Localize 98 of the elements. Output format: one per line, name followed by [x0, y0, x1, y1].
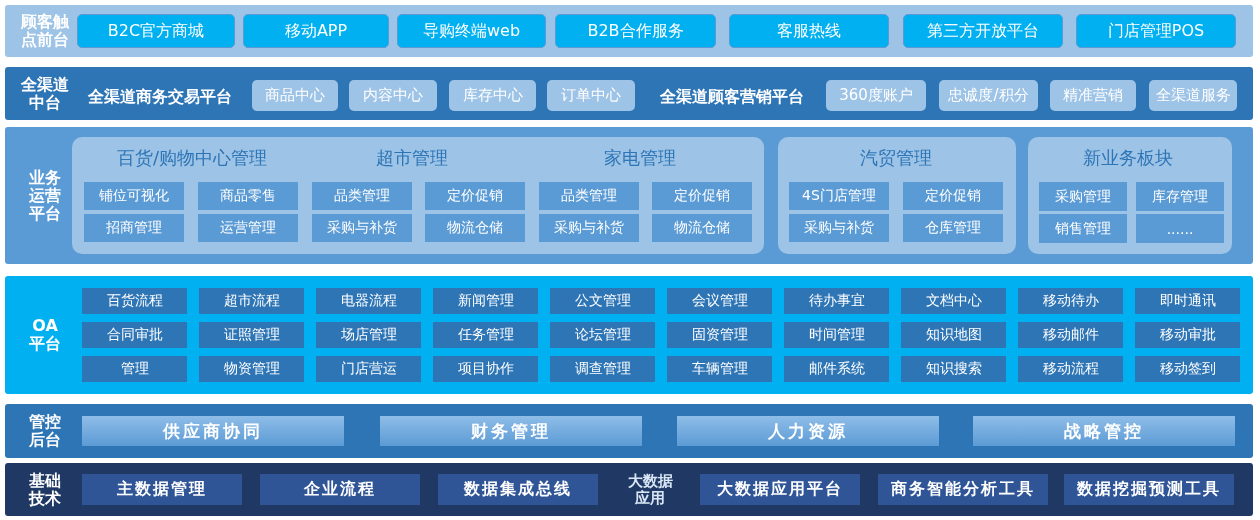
module-tile: 论坛管理	[550, 322, 655, 348]
module-tile: B2C官方商城	[77, 14, 235, 48]
module-tile: 战略管控	[973, 416, 1235, 446]
module-tile: 商品零售	[198, 182, 298, 210]
module-tile: 待办事宜	[784, 288, 889, 314]
module-tile: 库存管理	[1136, 182, 1224, 211]
module-tile: B2B合作服务	[555, 14, 716, 48]
module-tile: 物流仓储	[425, 214, 525, 242]
group-heading: 汽贸管理	[860, 146, 932, 170]
module-tile: 门店营运	[316, 356, 421, 382]
module-tile: 知识搜索	[901, 356, 1006, 382]
group-panel	[72, 137, 764, 254]
module-tile: 4S门店管理	[789, 182, 889, 210]
module-tile: 时间管理	[784, 322, 889, 348]
group-heading: 超市管理	[376, 146, 448, 170]
module-tile: 会议管理	[667, 288, 772, 314]
module-tile: 大数据应用平台	[700, 474, 860, 505]
module-tile: 精准营销	[1050, 80, 1136, 111]
module-tile: 商务智能分析工具	[878, 474, 1048, 505]
module-tile: 邮件系统	[784, 356, 889, 382]
module-tile: 知识地图	[901, 322, 1006, 348]
module-tile: 供应商协同	[82, 416, 344, 446]
module-tile: 企业流程	[260, 474, 420, 505]
module-tile: 百货流程	[82, 288, 187, 314]
module-tile: 商品中心	[252, 80, 338, 111]
module-tile: 招商管理	[84, 214, 184, 242]
module-tile: 物流仓储	[652, 214, 752, 242]
module-tile: 管理	[82, 356, 187, 382]
module-tile: 品类管理	[312, 182, 412, 210]
module-tile: 物资管理	[199, 356, 304, 382]
module-tile: 项目协作	[433, 356, 538, 382]
layer-title: 管控后台	[28, 413, 62, 449]
module-tile: 移动待办	[1018, 288, 1123, 314]
module-tile: 移动APP	[243, 14, 389, 48]
module-tile: 内容中心	[349, 80, 437, 111]
module-tile: 数据挖掘预测工具	[1064, 474, 1234, 505]
module-tile: 调查管理	[550, 356, 655, 382]
group-heading: 百货/购物中心管理	[116, 146, 268, 170]
module-tile: 场店管理	[316, 322, 421, 348]
module-tile: 文档中心	[901, 288, 1006, 314]
module-tile: 销售管理	[1039, 214, 1127, 243]
module-tile: 采购与补货	[789, 214, 889, 242]
module-tile: 合同审批	[82, 322, 187, 348]
group-panel	[1028, 137, 1232, 254]
module-tile: 移动审批	[1135, 322, 1240, 348]
module-tile: 铺位可视化	[84, 182, 184, 210]
module-tile: 品类管理	[539, 182, 639, 210]
module-tile: 移动邮件	[1018, 322, 1123, 348]
module-tile: 主数据管理	[82, 474, 242, 505]
module-tile: 任务管理	[433, 322, 538, 348]
platform-heading: 大数据应用	[626, 473, 674, 507]
module-tile: 库存中心	[449, 80, 536, 111]
module-tile: 电器流程	[316, 288, 421, 314]
module-tile: 即时通讯	[1135, 288, 1240, 314]
module-tile: 移动签到	[1135, 356, 1240, 382]
group-heading: 家电管理	[604, 146, 676, 170]
module-tile: 360度账户	[826, 80, 926, 111]
module-tile: ......	[1136, 214, 1224, 243]
module-tile: 财务管理	[380, 416, 642, 446]
module-tile: 数据集成总线	[438, 474, 598, 505]
module-tile: 公文管理	[550, 288, 655, 314]
module-tile: 采购管理	[1039, 182, 1127, 211]
layer-title: 全渠道中台	[20, 75, 70, 112]
module-tile: 订单中心	[547, 80, 635, 111]
platform-heading: 全渠道商务交易平台	[88, 87, 232, 105]
module-tile: 仓库管理	[903, 214, 1003, 242]
module-tile: 采购与补货	[539, 214, 639, 242]
module-tile: 客服热线	[729, 14, 889, 48]
module-tile: 门店管理POS	[1076, 14, 1236, 48]
platform-heading: 全渠道顾客营销平台	[660, 87, 804, 105]
module-tile: 第三方开放平台	[903, 14, 1063, 48]
module-tile: 全渠道服务	[1149, 80, 1237, 111]
layer-band	[5, 276, 1253, 394]
layer-band	[5, 5, 1253, 57]
module-tile: 运营管理	[198, 214, 298, 242]
layer-title: 业务运营平台	[28, 168, 62, 223]
module-tile: 新闻管理	[433, 288, 538, 314]
layer-band	[5, 463, 1253, 516]
group-panel	[778, 137, 1016, 254]
module-tile: 采购与补货	[312, 214, 412, 242]
module-tile: 导购终端web	[397, 14, 546, 48]
module-tile: 人力资源	[677, 416, 939, 446]
layer-title: 基础技术	[27, 471, 62, 508]
layer-title: OA平台	[28, 317, 62, 353]
module-tile: 固资管理	[667, 322, 772, 348]
module-tile: 证照管理	[199, 322, 304, 348]
group-heading: 新业务板块	[1083, 146, 1173, 170]
layer-band	[5, 127, 1253, 264]
module-tile: 车辆管理	[667, 356, 772, 382]
layer-band	[5, 404, 1253, 458]
module-tile: 定价促销	[425, 182, 525, 210]
module-tile: 定价促销	[903, 182, 1003, 210]
module-tile: 定价促销	[652, 182, 752, 210]
layer-band	[5, 67, 1253, 120]
module-tile: 移动流程	[1018, 356, 1123, 382]
module-tile: 超市流程	[199, 288, 304, 314]
layer-title: 顾客触点前台	[20, 13, 70, 49]
module-tile: 忠诚度/积分	[939, 80, 1038, 111]
